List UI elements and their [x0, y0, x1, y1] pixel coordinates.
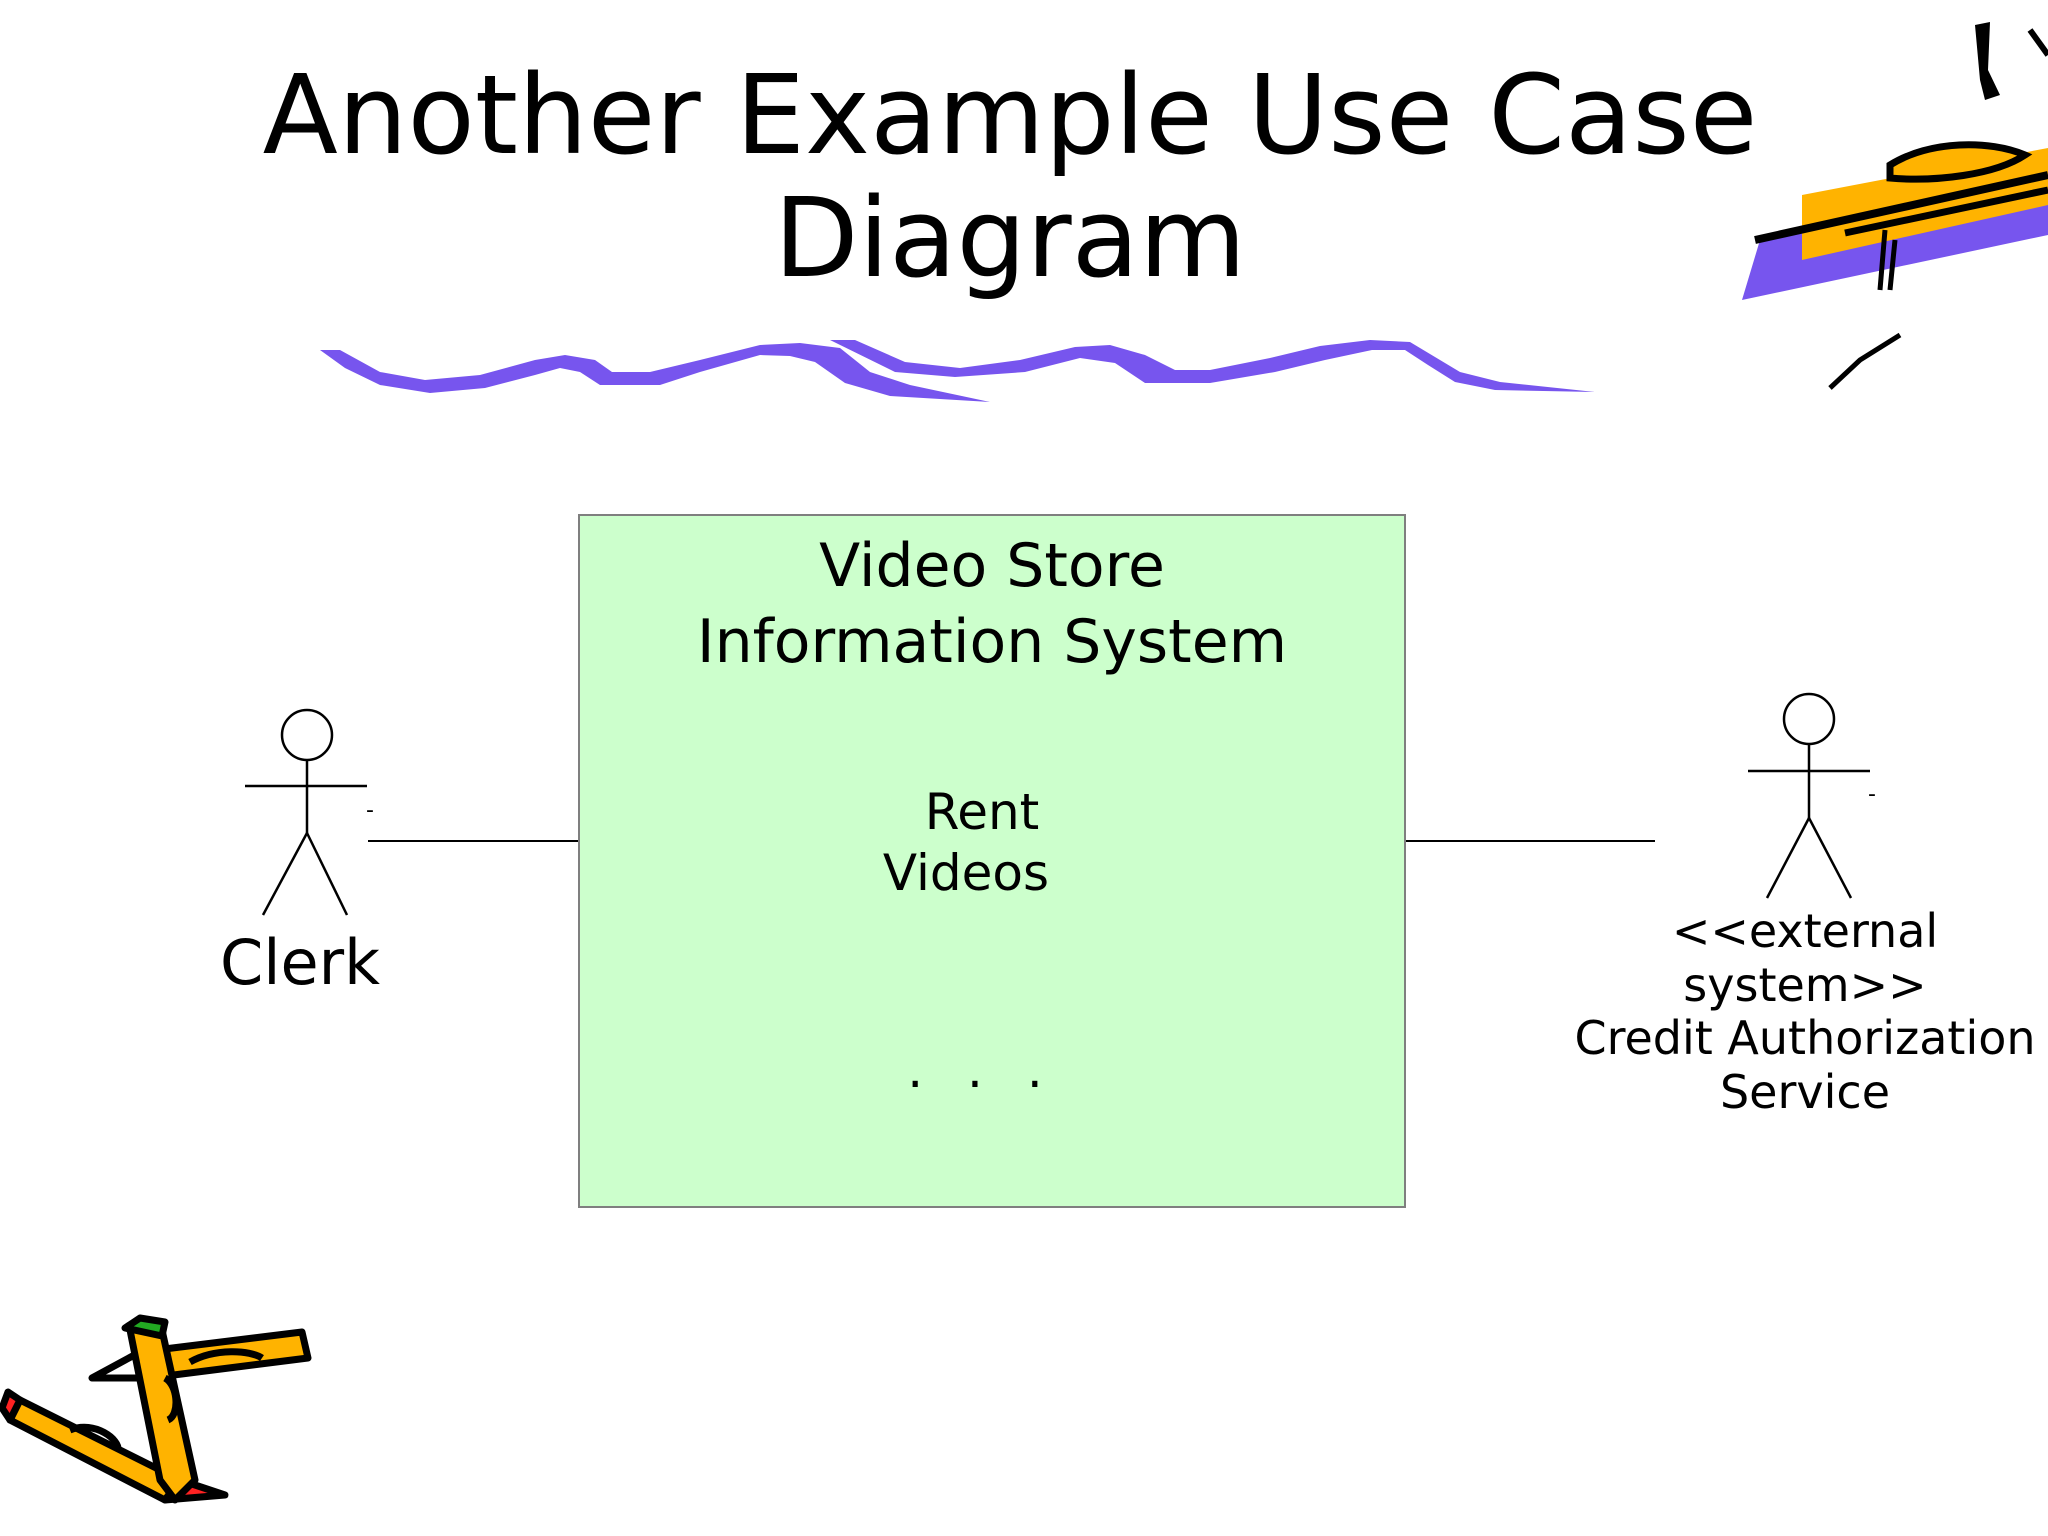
page-title-line-1: Another Example Use Case — [262, 51, 1758, 179]
external-actor-icon — [1748, 692, 1870, 899]
external-multiplicity-mark: - — [1868, 782, 1876, 807]
pencils-clipart — [0, 1314, 312, 1504]
external-actor-label-3: Credit Authorization — [1574, 1011, 2036, 1065]
clerk-multiplicity-mark: - — [366, 798, 374, 823]
system-name-line-2: Information System — [696, 607, 1288, 677]
page-title-line-2: Diagram — [773, 174, 1247, 302]
clerk-actor-label: Clerk — [219, 926, 381, 999]
system-boundary — [578, 514, 1406, 1208]
use-case-rent-videos-label-2: Videos — [882, 844, 1050, 902]
use-case-rent-videos-label-1: Rent — [924, 783, 1040, 841]
external-actor-label-4: Service — [1719, 1065, 1890, 1119]
use-case-more-label: . . . — [907, 1041, 1057, 1099]
system-name-line-1: Video Store — [819, 531, 1165, 601]
clerk-actor-icon — [245, 708, 367, 916]
external-actor-label-2: system>> — [1683, 958, 1927, 1012]
external-actor-label-1: <<external — [1671, 904, 1939, 958]
pen-and-paper-clipart — [1742, 22, 2048, 390]
purple-wave-underline — [320, 340, 1595, 402]
